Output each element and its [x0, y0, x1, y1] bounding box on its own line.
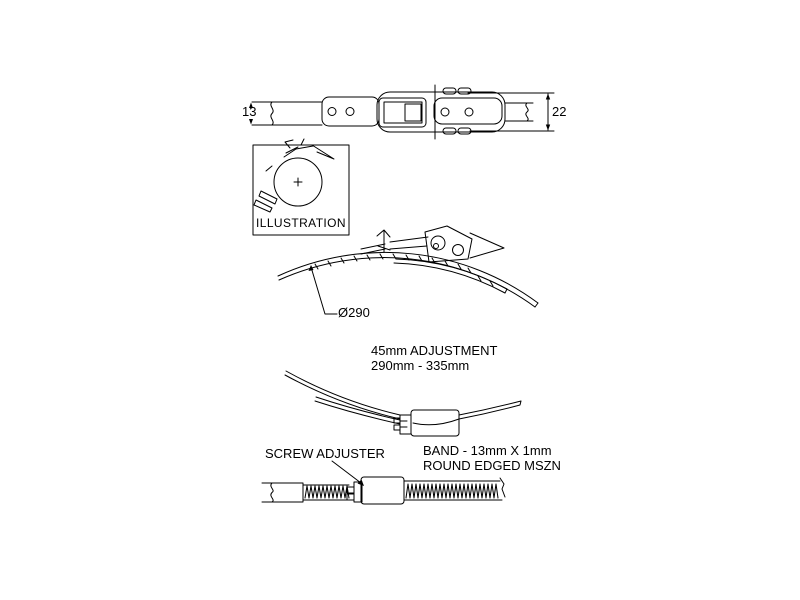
latch-body-outline [377, 92, 505, 132]
mini-latch [284, 139, 313, 157]
band-tail-inner [394, 263, 505, 293]
diameter-leader [311, 267, 337, 314]
open-clamp-arc-drawing [278, 226, 538, 314]
dim22-extension-lines [468, 93, 554, 131]
left-band-break [271, 102, 273, 125]
closed-clamp-drawing [285, 371, 521, 436]
pivot-pin [434, 244, 439, 249]
band-arc-end [535, 303, 538, 307]
screw-collar [354, 482, 362, 502]
right-band [505, 103, 533, 121]
diameter-label: Ø290 [338, 305, 370, 320]
latch-flag [470, 233, 504, 258]
band-spec-line2: ROUND EDGED MSZN [423, 458, 561, 473]
top-view-drawing [249, 85, 554, 139]
band-break [271, 483, 273, 502]
mini-band-tail [254, 191, 277, 212]
connector-tooth [394, 418, 400, 423]
band-arc-inner [279, 258, 535, 307]
screw-housing [361, 477, 404, 504]
clamp-ring [274, 158, 322, 206]
plain-band [262, 483, 303, 502]
screw-adjuster-leader [332, 461, 361, 483]
lever-links [390, 237, 428, 249]
toggle-lever [361, 230, 390, 254]
rivet-hole [346, 108, 354, 116]
adjustment-note-line2: 290mm - 335mm [371, 358, 470, 373]
centre-mark [294, 178, 302, 186]
buckle-mid [384, 102, 422, 123]
rivet-hole [465, 108, 473, 116]
buckle-outer [379, 98, 426, 127]
leader-arrow [357, 479, 364, 486]
right-plate [434, 98, 502, 124]
latch-tab [443, 128, 456, 134]
mini-latch-flag [312, 145, 334, 159]
left-plate [322, 97, 379, 126]
band-arc-outer [278, 252, 538, 303]
rivet-hole [328, 108, 336, 116]
pivot-hole [453, 245, 464, 256]
thread-zigzag-left [305, 486, 349, 498]
adjuster-housing [411, 410, 459, 436]
illustration-drawing [253, 139, 349, 235]
band-curve-outer [286, 371, 400, 415]
rivet-hole [441, 108, 449, 116]
buckle-inner [405, 104, 421, 121]
screw-band-drawing [262, 461, 505, 504]
band-spec-line1: BAND - 13mm X 1mm [423, 443, 552, 458]
dim-assembly-height-label: 22 [552, 104, 567, 119]
latch-tab [458, 88, 471, 94]
band-serration-ticks [315, 254, 493, 286]
dim-arrow [545, 124, 551, 131]
band-curve-right [459, 401, 521, 419]
dim-arrow [249, 119, 253, 125]
band-tail-end [505, 289, 507, 293]
thread-zigzag-right [406, 484, 498, 498]
adjuster-connector [400, 415, 411, 434]
illustration-caption: ILLUSTRATION [256, 216, 346, 230]
thread-envelope-left [303, 485, 349, 500]
latch-tab [443, 88, 456, 94]
band-right-end [500, 478, 505, 497]
right-band-break [526, 103, 528, 121]
thread-envelope-right [404, 481, 502, 500]
band-tail-outer [396, 259, 507, 289]
latch-plate [425, 226, 472, 262]
band-tail-curve [315, 397, 400, 424]
adjustment-note-line1: 45mm ADJUSTMENT [371, 343, 498, 358]
dim-band-width-label: 13 [242, 104, 257, 119]
band-curve-inner [285, 375, 400, 419]
screw-adjuster-label: SCREW ADJUSTER [265, 446, 385, 461]
dim-arrow [545, 93, 551, 100]
latch-tab [458, 128, 471, 134]
mini-band-nick [266, 166, 272, 171]
left-band [252, 102, 322, 125]
connector-tooth [394, 425, 400, 430]
pivot-hole [431, 236, 445, 250]
housing-band-line [413, 419, 459, 425]
connector-slots [400, 421, 407, 427]
dim-arrow [249, 102, 253, 108]
